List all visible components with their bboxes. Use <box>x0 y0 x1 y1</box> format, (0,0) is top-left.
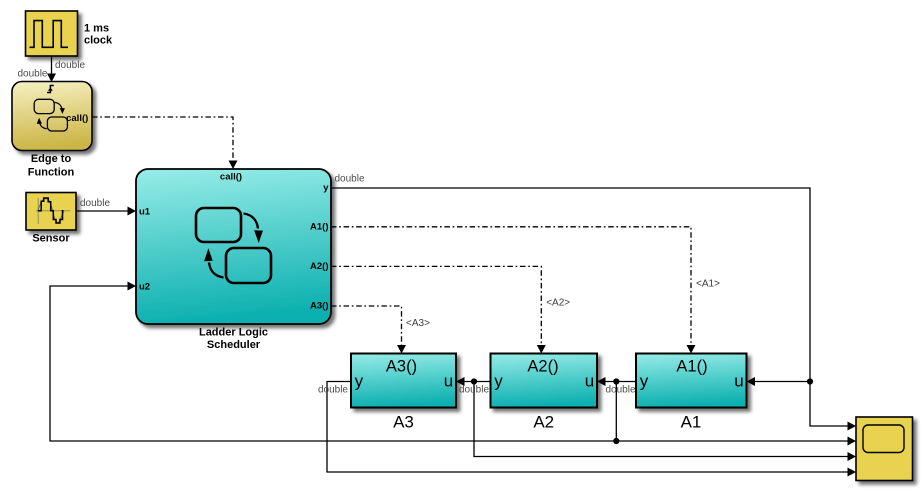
svg-text:u: u <box>585 372 594 391</box>
svg-text:y: y <box>355 372 364 391</box>
svg-text:double: double <box>80 198 110 209</box>
svg-text:A3(): A3() <box>386 358 417 376</box>
svg-text:double: double <box>17 69 47 80</box>
svg-text:double: double <box>55 60 85 71</box>
svg-text:<A1>: <A1> <box>696 278 720 289</box>
svg-text:1 ms: 1 ms <box>84 22 109 34</box>
svg-text:A2: A2 <box>533 413 554 432</box>
svg-text:Function: Function <box>28 167 75 179</box>
svg-text:<A3>: <A3> <box>406 318 430 329</box>
svg-text:A1(): A1() <box>676 358 707 376</box>
svg-text:call(): call() <box>66 113 88 124</box>
svg-text:Ladder Logic: Ladder Logic <box>199 327 268 339</box>
svg-text:A3: A3 <box>393 413 414 432</box>
svg-text:A1: A1 <box>681 413 702 432</box>
svg-text:u: u <box>734 372 743 391</box>
svg-text:y: y <box>640 372 649 391</box>
svg-text:y: y <box>494 372 503 391</box>
svg-text:call(): call() <box>220 172 242 183</box>
svg-text:double: double <box>606 385 636 396</box>
svg-text:Edge to: Edge to <box>31 153 72 165</box>
svg-text:Sensor: Sensor <box>32 232 70 244</box>
svg-text:Scheduler: Scheduler <box>207 339 261 351</box>
svg-text:double: double <box>459 385 489 396</box>
svg-text:u2: u2 <box>139 281 150 292</box>
svg-text:u1: u1 <box>139 206 151 217</box>
svg-text:A2(): A2() <box>310 261 328 272</box>
svg-text:clock: clock <box>84 34 113 46</box>
svg-text:A2(): A2() <box>527 358 558 376</box>
svg-text:A3(): A3() <box>310 301 328 312</box>
svg-text:double: double <box>335 174 365 185</box>
svg-text:y: y <box>323 182 329 193</box>
svg-text:u: u <box>444 372 453 391</box>
svg-text:<A2>: <A2> <box>546 298 570 309</box>
svg-text:double: double <box>318 385 348 396</box>
svg-text:A1(): A1() <box>310 222 328 233</box>
